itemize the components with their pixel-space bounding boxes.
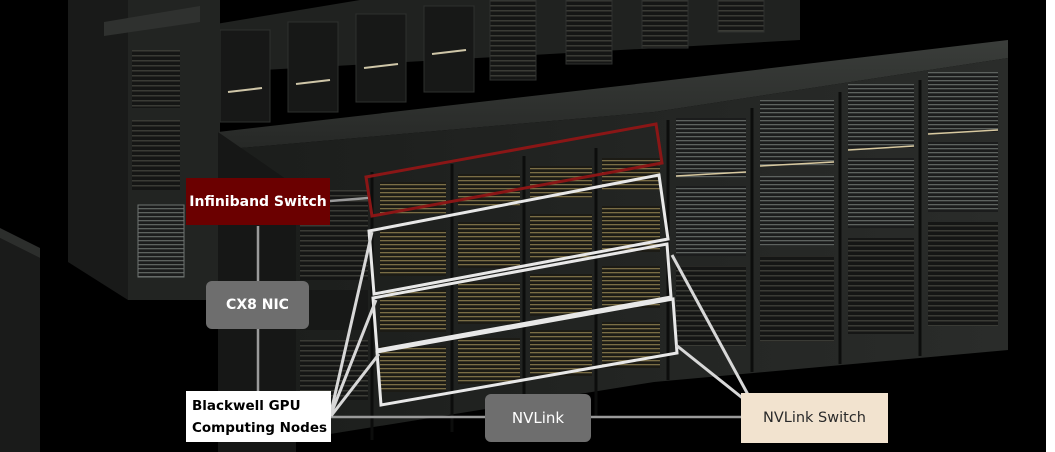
connector-line [329,231,374,413]
left-rack [68,0,220,300]
gpu-nodes-line2: Computing Nodes [192,419,328,436]
gpu-node-outline [375,297,679,407]
right-racks [675,72,999,346]
gpu-nodes-line1: Blackwell GPU [192,397,301,414]
gpu-node-outline [367,173,670,296]
connector-line [329,353,381,417]
nvlink-text: NVLink [511,409,565,427]
infiniband-switch-label: Infiniband Switch [186,178,330,225]
compute-tray-columns [380,158,660,392]
nvlink-label: NVLink [485,394,591,442]
connector-line [329,196,369,203]
connector-line [675,343,751,406]
cx8-nic-label: CX8 NIC [206,281,309,329]
infiniband-switch-text: Infiniband Switch [189,193,327,210]
gpu-node-outline [371,242,673,352]
back-row-racks [219,0,765,123]
connector-lines [256,196,741,419]
nvlink-switch-text: NVLink Switch [762,410,866,426]
nvlink-switch-label: NVLink Switch [741,393,888,443]
connector-line [329,299,378,415]
connector-line [670,254,754,403]
infiniband-switch-outline [364,122,664,218]
cx8-nic-text: CX8 NIC [226,297,289,313]
gpu-computing-nodes-label: Blackwell GPU Computing Nodes [186,391,331,442]
gpu-node-outlines [367,173,679,407]
